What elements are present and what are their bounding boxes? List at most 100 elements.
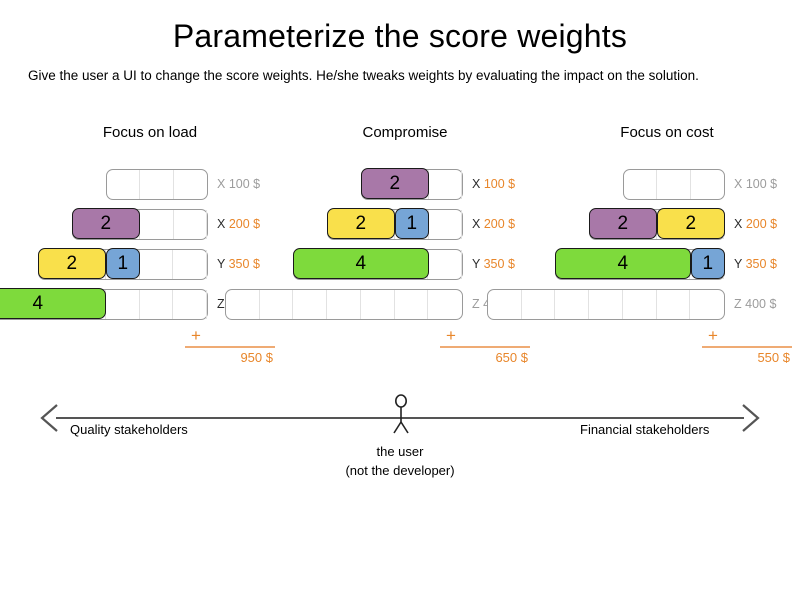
row-cost-label: X 100 $ [217,177,283,191]
row-key: Y [217,257,226,271]
weight-slider-row: 2 X 200 $ [17,204,283,244]
slider-cell[interactable] [293,289,328,319]
slider-cell[interactable] [522,289,556,319]
slider-cell[interactable] [327,289,361,319]
weight-slider-track[interactable] [487,288,725,320]
slider-cell[interactable] [623,289,657,319]
row-cost-value: 400 $ [745,297,777,311]
slider-fill-group: 2 [360,168,429,200]
total-inner: +650 $ [440,327,530,366]
slider-cell[interactable] [140,249,174,279]
weight-slider-row: X 100 $ [534,164,800,204]
arrow-right-icon [742,404,760,432]
slider-cell[interactable] [589,289,623,319]
slider-cell[interactable] [555,289,590,319]
slider-segment[interactable]: 1 [105,248,140,280]
figure-caption: the user (not the developer) [280,442,520,480]
page-subtitle: Give the user a UI to change the score w… [28,68,699,83]
row-cost-value: 100 $ [745,177,778,191]
weight-slider-track[interactable]: 4 [0,288,208,320]
scenario-heading: Focus on load [102,124,198,141]
row-cost-value: 100 $ [228,177,261,191]
slider-fill-group: 4 [0,288,106,320]
slider-cell[interactable] [657,289,691,319]
figure-caption-line2: (not the developer) [345,463,455,478]
slider-cell[interactable] [106,289,140,319]
slider-cell[interactable] [429,209,462,239]
total-value: 650 $ [495,350,528,366]
slider-cell[interactable] [140,169,174,199]
slider-cell[interactable] [428,290,462,319]
slider-cell[interactable] [657,169,691,199]
slider-cell[interactable] [429,169,462,199]
total-rule [440,346,530,349]
weight-slider-track[interactable] [106,168,208,200]
slider-segment[interactable]: 2 [588,208,657,240]
row-cost-value: 350 $ [228,257,260,271]
row-key: Y [472,257,481,271]
row-cost-label: Y 350 $ [734,257,800,271]
axis-label-right: Financial stakeholders [580,422,710,437]
slider-segment[interactable]: 2 [326,208,395,240]
slider-cell[interactable] [395,289,429,319]
figure-caption-line1: the user [376,444,424,459]
weight-slider-row: X 100 $ [17,164,283,204]
weight-slider-row: 2 X 100 $ [272,164,538,204]
slider-cell[interactable] [691,170,724,199]
slider-cell[interactable] [174,209,207,239]
slider-segment[interactable]: 4 [0,288,106,320]
weight-slider-list: X 100 $2X 200 $21Y 350 $4Z 400 $ [0,164,283,324]
slider-segment[interactable]: 4 [554,248,691,280]
row-cost-label: X 200 $ [472,217,538,231]
slider-cell[interactable] [140,209,174,239]
arrow-left-icon [40,404,58,432]
row-cost-value: 350 $ [745,257,777,271]
row-cost-label: X 100 $ [734,177,800,191]
slider-fill-group: 4 [292,248,429,280]
slider-cell[interactable] [140,289,174,319]
plus-icon: + [191,326,201,345]
stakeholder-spectrum: Quality stakeholders Financial stakehold… [0,392,800,492]
slider-segment[interactable]: 4 [292,248,429,280]
slider-segment[interactable]: 2 [656,208,725,240]
weight-slider-track[interactable] [225,288,463,320]
row-key: X [217,217,226,231]
total-rule [185,346,275,349]
row-key: Z [734,297,742,311]
slider-segment[interactable]: 1 [394,208,429,240]
row-key: X [472,217,481,231]
slider-segment[interactable]: 2 [360,168,429,200]
row-cost-label: Y 350 $ [472,257,538,271]
slider-cell[interactable] [361,289,395,319]
row-cost-value: 200 $ [228,217,261,231]
slider-segment[interactable]: 2 [71,208,140,240]
slider-cell[interactable] [690,290,724,319]
weight-slider-track[interactable]: 2 [360,168,463,200]
slider-cell[interactable] [173,249,207,279]
slider-cell[interactable] [107,169,141,199]
slider-cell[interactable] [226,289,260,319]
weight-slider-track[interactable]: 2 [71,208,208,240]
weight-slider-track[interactable]: 4 [292,248,463,280]
slider-cell[interactable] [260,289,294,319]
row-cost-value: 100 $ [483,177,516,191]
weight-slider-row: 4 Y 350 $ [272,244,538,284]
slider-segment[interactable]: 2 [37,248,106,280]
slider-cell[interactable] [428,249,462,279]
row-key: X [472,177,481,191]
slider-cell[interactable] [488,289,522,319]
slider-segment[interactable]: 1 [690,248,725,280]
weight-slider-track[interactable] [623,168,725,200]
slider-cell[interactable] [174,170,207,199]
slider-cell[interactable] [624,169,658,199]
slider-cell[interactable] [173,289,208,319]
